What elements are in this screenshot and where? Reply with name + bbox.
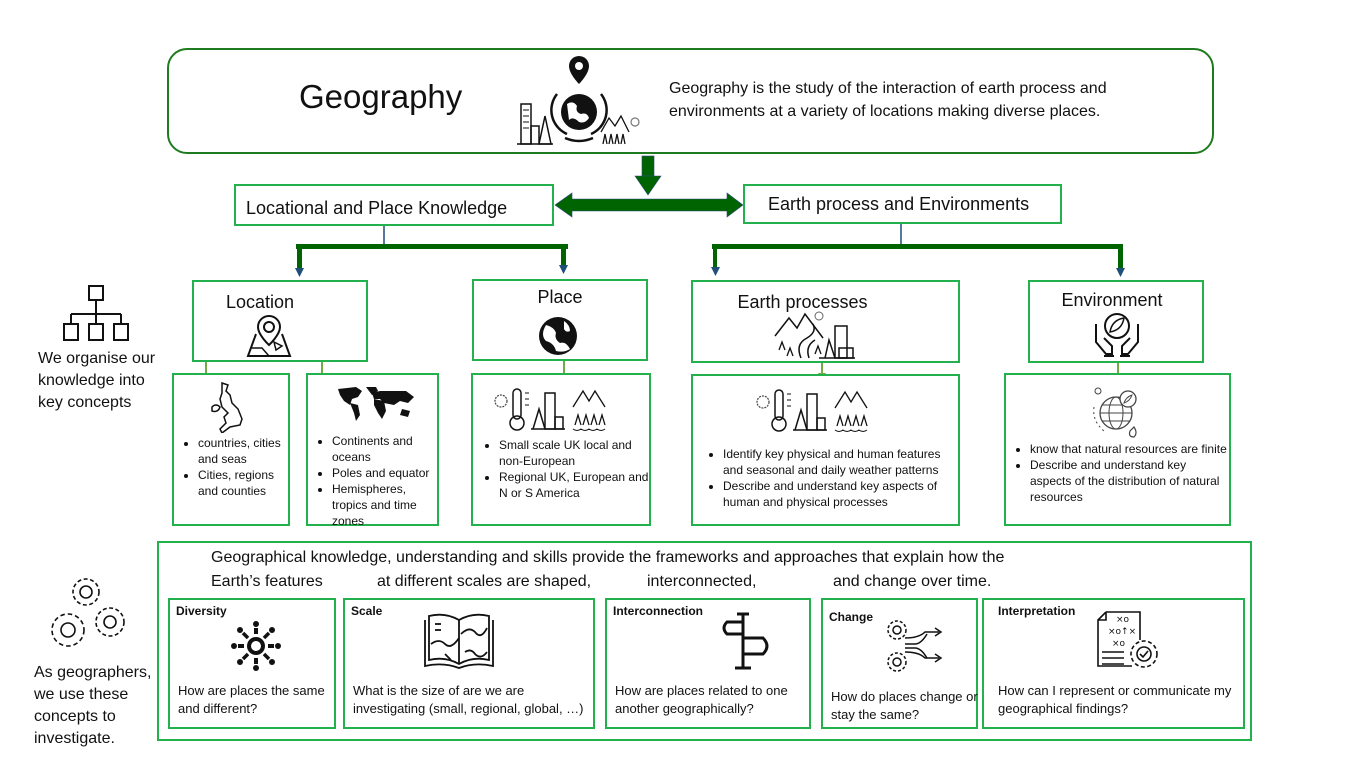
question-title: Interconnection — [613, 604, 704, 618]
map-book-icon — [421, 610, 497, 670]
framework-part: Earth’s features — [211, 573, 323, 590]
bullet-item: Describe and understand key aspects of h… — [723, 478, 959, 510]
concept-earth-processes: Earth processes — [691, 280, 960, 363]
page-title: Geography — [299, 78, 463, 115]
question-box-interconnection: Interconnection How are places related t… — [605, 598, 811, 729]
detail-box-environment: know that natural resources are finite D… — [1004, 373, 1231, 526]
bullet-item: Hemispheres, tropics and time zones — [332, 481, 438, 529]
double-arrow — [554, 192, 744, 218]
svg-text:×o↑×: ×o↑× — [1108, 627, 1136, 637]
landscape-icon — [773, 308, 855, 360]
weather-city-mountains-icon — [753, 388, 878, 434]
detail-bullets: countries, cities and seas Cities, regio… — [176, 435, 288, 499]
down-arrow-main — [634, 155, 662, 196]
framework-part: interconnected, — [647, 573, 757, 590]
gears-icon — [46, 574, 134, 656]
question-title: Change — [829, 610, 874, 624]
hands-leaf-icon — [1092, 310, 1142, 360]
branch-label: Locational and Place Knowledge — [246, 198, 508, 218]
organise-text: We organise our knowledge into key conce… — [38, 350, 156, 411]
detail-bullets: know that natural resources are finite D… — [1008, 441, 1230, 505]
world-map-icon — [336, 385, 416, 421]
bullet-item: Cities, regions and counties — [198, 467, 288, 499]
framework-line-1: Geographical knowledge, understanding an… — [211, 549, 1005, 566]
question-title: Diversity — [176, 604, 227, 618]
detail-bullets: Small scale UK local and non-European Re… — [477, 437, 649, 501]
title-description: Geography is the study of the interactio… — [669, 80, 1107, 120]
question-box-interpretation: Interpretation ×o ×o↑× ×o How can I repr… — [982, 598, 1245, 729]
detail-bullets: Continents and oceans Poles and equator … — [310, 433, 438, 529]
uk-map-icon — [208, 381, 248, 433]
question-text: How are places the same and different? — [178, 683, 325, 716]
framework-box: Geographical knowledge, understanding an… — [157, 541, 1252, 741]
bullet-item: Poles and equator — [332, 465, 438, 481]
people-globe-icon — [228, 618, 284, 674]
investigate-text: As geographers, we use these concepts to… — [34, 664, 152, 747]
hierarchy-icon — [62, 284, 132, 344]
concept-label: Place — [537, 287, 583, 307]
weather-city-mountains-icon — [491, 387, 616, 433]
branch-left-connector — [295, 225, 568, 277]
concept-environment: Environment — [1028, 280, 1204, 363]
svg-text:×o: ×o — [1112, 639, 1126, 649]
question-text: How do places change or stay the same? — [831, 689, 978, 722]
globe-location-icon — [517, 54, 642, 146]
svg-text:×o: ×o — [1116, 615, 1130, 625]
branch-label: Earth process and Environments — [768, 194, 1030, 214]
bullet-item: Describe and understand key aspects of t… — [1030, 457, 1230, 505]
detail-box-location-uk: countries, cities and seas Cities, regio… — [172, 373, 290, 526]
title-box: Geography Geography is the study of — [167, 48, 1214, 154]
framework-part: and change over time. — [833, 573, 992, 590]
detail-box-earth-processes: Identify key physical and human features… — [691, 374, 960, 526]
question-box-scale: Scale What is the size of are we are inv… — [343, 598, 595, 729]
bullet-item: Continents and oceans — [332, 433, 438, 465]
bullet-item: Identify key physical and human features… — [723, 446, 959, 478]
map-pin-icon — [244, 312, 294, 360]
concept-label: Earth processes — [737, 292, 868, 312]
branch-right-connector — [711, 223, 1125, 277]
bullet-item: know that natural resources are finite — [1030, 441, 1230, 457]
detail-box-place: Small scale UK local and non-European Re… — [471, 373, 651, 526]
concept-label: Environment — [1061, 290, 1163, 310]
detail-bullets: Identify key physical and human features… — [701, 446, 959, 510]
branch-locational-knowledge: Locational and Place Knowledge — [234, 184, 554, 226]
question-title: Interpretation — [998, 604, 1076, 618]
bullet-item: Regional UK, European and N or S America — [499, 469, 649, 501]
concept-location: Location — [192, 280, 368, 362]
gears-arrows-icon — [885, 618, 947, 674]
concept-place: Place — [472, 279, 648, 361]
strategy-document-icon: ×o ×o↑× ×o — [1094, 608, 1164, 672]
question-box-diversity: Diversity How are places the s — [168, 598, 336, 729]
detail-box-location-world: Continents and oceans Poles and equator … — [306, 373, 439, 529]
globe-icon — [536, 315, 580, 357]
framework-part: at different scales are shaped, — [377, 573, 592, 590]
concept-label: Location — [225, 292, 295, 312]
question-text: How can I represent or communicate my ge… — [998, 683, 1232, 716]
question-title: Scale — [351, 604, 383, 618]
question-text: How are places related to one another ge… — [615, 683, 788, 716]
signpost-icon — [717, 610, 781, 672]
bullet-item: countries, cities and seas — [198, 435, 288, 467]
branch-earth-process: Earth process and Environments — [743, 184, 1062, 224]
question-box-change: Change How do places change or stay the … — [821, 598, 978, 729]
question-text: What is the size of are we are investiga… — [353, 683, 584, 716]
eco-globe-icon — [1090, 385, 1146, 441]
bullet-item: Small scale UK local and non-European — [499, 437, 649, 469]
